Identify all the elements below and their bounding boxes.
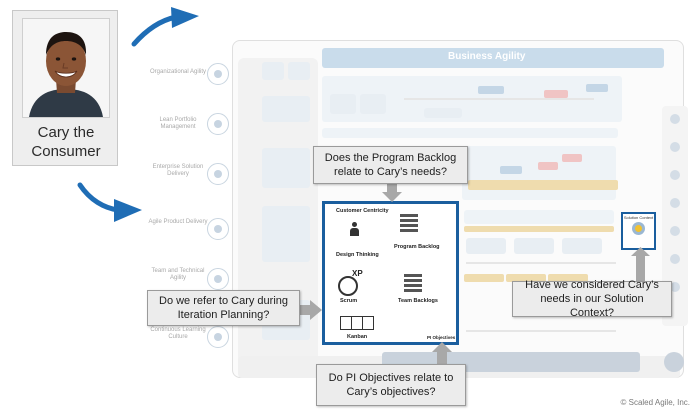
- persona-name-line2: Consumer: [31, 143, 101, 160]
- enabler-pill: [544, 90, 568, 98]
- continuous-deployment-box: [562, 238, 602, 254]
- essential-team-highlight: [322, 201, 459, 345]
- curved-arrow-icon: [131, 14, 179, 47]
- iteration-planning-callout: Do we refer to Cary during Iteration Pla…: [147, 290, 300, 326]
- team-backlogs-label: Team Backlogs: [398, 298, 438, 304]
- solution-context-highlight: Solution Context: [621, 212, 656, 250]
- copyright-text: © Scaled Agile, Inc.: [620, 398, 691, 407]
- competency-label: Enterprise Solution Delivery: [152, 164, 204, 177]
- pipeline-arrow: [464, 226, 614, 232]
- framework-header-title: Business Agility: [448, 51, 526, 62]
- kanban-label: Kanban: [347, 334, 368, 340]
- pi-objectives-callout: Do PI Objectives relate to Cary’s object…: [316, 364, 466, 406]
- arrow-head-icon: [171, 7, 199, 28]
- competency-icon: [207, 113, 229, 135]
- competency-label: Lean Portfolio Management: [159, 117, 197, 130]
- enterprise-icon-box: [262, 62, 284, 80]
- design-thinking-label: Design Thinking: [336, 252, 379, 258]
- persona-portrait: [22, 18, 110, 118]
- competency-icon: [207, 218, 229, 240]
- iteration-pill: [548, 274, 588, 282]
- solution-train-bar: [468, 180, 618, 190]
- customer-centricity-label: Customer Centricity: [336, 208, 389, 214]
- solution-roles-box: [262, 148, 310, 188]
- kanban-board-icon: [340, 316, 374, 330]
- scrum-label: Scrum: [340, 298, 358, 304]
- rail-item-icon: [670, 198, 680, 208]
- large-solution-band: [462, 146, 616, 200]
- pi-objectives-label: PI Objectives: [427, 335, 456, 340]
- program-backlog-callout: Does the Program Backlog relate to Cary’…: [313, 146, 468, 184]
- solution-context-callout-text: Have we considered Cary’s needs in our S…: [525, 279, 659, 319]
- continuous-integration-box: [514, 238, 554, 254]
- iteration-planning-callout-text: Do we refer to Cary during Iteration Pla…: [159, 295, 288, 321]
- team-backlogs-icon: [404, 274, 422, 294]
- persona-name-line1: Cary the: [37, 124, 95, 141]
- curved-arrow-icon: [77, 182, 121, 213]
- competency-icon: [207, 326, 229, 348]
- continuous-delivery-pipeline: [464, 210, 614, 224]
- rail-item-icon: [670, 170, 680, 180]
- rail-item-icon: [670, 226, 680, 236]
- solution-context-callout: Have we considered Cary’s needs in our S…: [512, 279, 672, 319]
- competency-label: Agile Product Delivery: [148, 219, 208, 225]
- customer-icon: [350, 222, 359, 236]
- program-backlog-icon: [400, 214, 418, 234]
- competency-label: Continuous Learning Culture: [150, 327, 206, 340]
- capability-pill: [500, 166, 522, 174]
- solution-context-label: Solution Context: [623, 215, 654, 220]
- system-demo-line: [466, 330, 616, 332]
- competency-label: Organizational Agility: [149, 69, 207, 75]
- epic-owners-box: [262, 96, 310, 122]
- arrow-head-icon: [114, 199, 142, 222]
- program-backlog-label: Program Backlog: [394, 244, 440, 250]
- scrum-cycle-icon: [338, 276, 358, 296]
- portfolio-vision-box: [360, 94, 386, 114]
- xp-label: XP: [352, 269, 363, 278]
- iteration-pill: [464, 274, 504, 282]
- program-backlog-callout-text: Does the Program Backlog relate to Cary’…: [324, 152, 457, 178]
- person-photo-icon: [23, 19, 109, 117]
- iteration-pill: [506, 274, 546, 282]
- capability-pill: [562, 154, 582, 162]
- government-icon-box: [288, 62, 310, 80]
- release-on-demand-line: [466, 262, 616, 264]
- rail-item-icon: [670, 114, 680, 124]
- rail-item-icon: [670, 282, 680, 292]
- pi-objectives-callout-text: Do PI Objectives relate to Cary’s object…: [328, 372, 454, 398]
- rail-item-icon: [670, 254, 680, 264]
- rail-item-icon: [670, 142, 680, 152]
- competency-icon: [207, 268, 229, 290]
- framework-header-bar: [322, 48, 664, 68]
- kanban-flow-line: [404, 98, 594, 100]
- value-streams-band: [322, 128, 618, 138]
- continuous-exploration-box: [466, 238, 506, 254]
- strategic-themes-box: [330, 94, 356, 114]
- epic-pill: [478, 86, 504, 94]
- lean-budgets-box: [424, 108, 462, 118]
- persona-name: Cary the Consumer: [13, 123, 119, 161]
- program-roles-box: [262, 206, 310, 262]
- persona-card: Cary the Consumer: [12, 10, 118, 166]
- capability-pill: [538, 162, 558, 170]
- competency-icon: [207, 63, 229, 85]
- competency-label: Team and Technical Agility: [151, 268, 205, 281]
- competency-icon: [207, 163, 229, 185]
- version-badge: [664, 352, 684, 372]
- solution-context-icon: [632, 222, 645, 235]
- epic-pill: [586, 84, 608, 92]
